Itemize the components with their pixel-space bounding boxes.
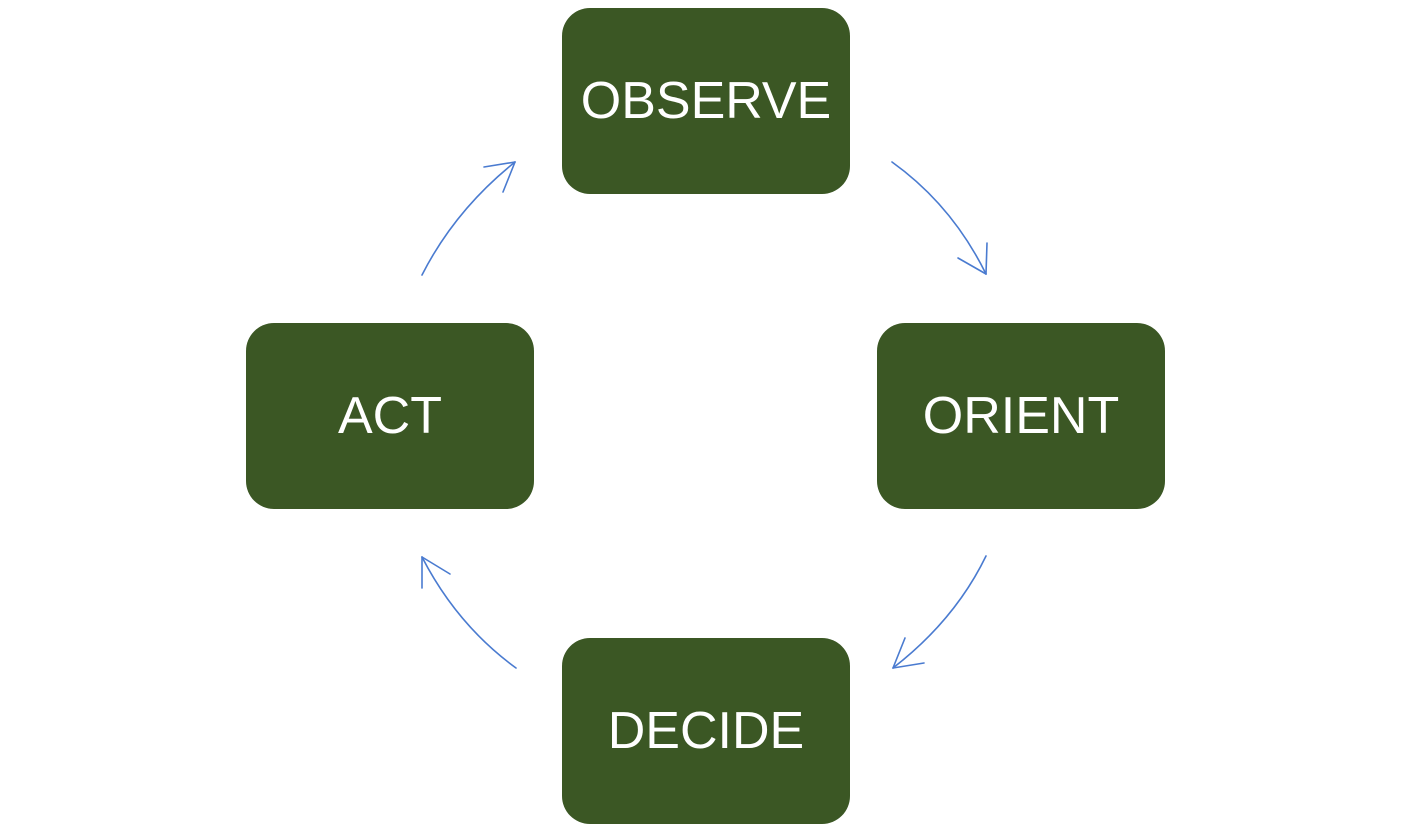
arrow-observe-to-orient: [891, 161, 988, 275]
node-orient: ORIENT: [877, 323, 1165, 509]
arrow-decide-to-act: [421, 556, 517, 669]
arrow-orient-to-decide: [892, 555, 987, 669]
node-observe-label: OBSERVE: [580, 72, 832, 130]
node-orient-label: ORIENT: [922, 387, 1120, 445]
node-act: ACT: [246, 323, 534, 509]
node-act-label: ACT: [338, 387, 442, 445]
node-decide: DECIDE: [562, 638, 850, 824]
node-decide-label: DECIDE: [607, 702, 805, 760]
node-observe: OBSERVE: [562, 8, 850, 194]
arrow-act-to-observe: [421, 161, 516, 276]
